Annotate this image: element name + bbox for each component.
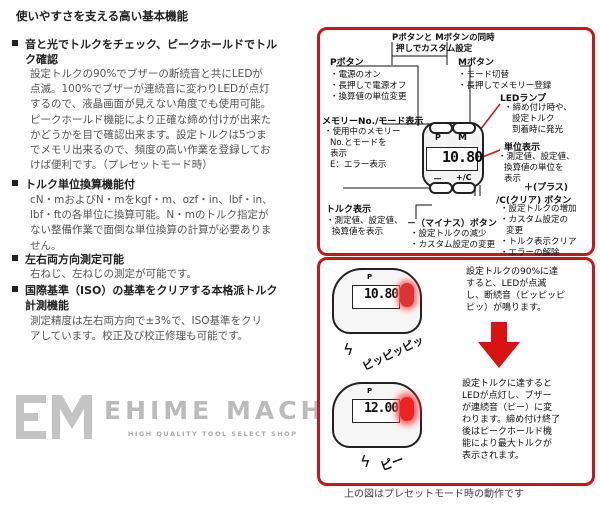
plus-button — [452, 182, 476, 194]
led-title: LEDランプ — [500, 94, 547, 104]
feature-heading-unit: トルク単位換算機能付 — [12, 177, 304, 192]
lcd-value-step1: 10.80 — [364, 287, 399, 302]
pm-subtitle: 押しでカスタム設定 — [396, 44, 473, 54]
p-label: P — [435, 133, 441, 142]
bullet-icon — [12, 286, 18, 292]
m-button — [452, 122, 476, 134]
plus-button-desc: ・設定トルクの増加・カスタム設定の変更・トルク表示クリア・エラーの解除 — [500, 204, 577, 258]
plus-c-label: +/C — [456, 173, 472, 182]
led-desc: ・締め付け時や、設定トルク到着時に発光 — [504, 103, 572, 135]
lcd-screen-step2 — [352, 399, 400, 423]
plus-button-title: ＋(プラス)/C(クリア) ボタン — [496, 183, 572, 206]
feature-desc-iso: 測定精度は左右両方向で±3%で、ISO基準をクリアしています。校正及び校正修理も… — [30, 315, 263, 343]
minus-button-title: －（マイナス）ボタン — [407, 219, 497, 229]
p-button-title: Pボタン — [330, 58, 364, 68]
bullet-icon — [12, 255, 18, 261]
step1-desc: 設定トルクの90%に達すると、LEDが点滅し、断続音（ピッピッピピッ）が鳴ります… — [466, 267, 566, 313]
watermark-tagline: HIGH QUALITY TOOL SELECT SHOP — [128, 430, 298, 438]
section-title: 使いやすさを支える高い基本機能 — [16, 9, 189, 23]
feature-heading-sound-light: 音と光でトルクをチェック、ピークホールドでトルク確認 — [12, 37, 304, 67]
pm-title: Pボタンと Mボタンの同時 — [392, 33, 495, 43]
figure-caption: 上の図はプレセットモード時の動作です — [344, 489, 524, 500]
led-on-icon — [400, 397, 414, 421]
torque-display-desc: ・測定値、設定値、換算値を表示 — [326, 216, 403, 237]
p-label-step1: P — [367, 273, 373, 281]
sound-icon-1: ϟ — [343, 340, 354, 359]
unit-title: 単位表示 — [504, 143, 541, 153]
m-button-desc: ・モード切替・長押しでメモリー登録 — [458, 70, 552, 91]
sound-icon-2: ϟ — [360, 452, 371, 471]
led-blink-icon — [400, 283, 414, 307]
lcd-value-step2: 12.00 — [364, 401, 399, 416]
unit-desc: ・測定値、設定値、換算値の単位を表示 — [498, 152, 575, 184]
feature-heading-iso: 国際基準（ISO）の基準をクリアする本格派トルク計測機能 — [12, 283, 304, 313]
m-button-title: Mボタン — [458, 58, 494, 68]
minus-label: － — [433, 175, 443, 185]
feature-desc-bidirectional: 右ねじ、左ねじの測定が可能です。 — [30, 268, 197, 280]
p-button-desc: ・電源のオン・長押しで電源オフ・換算値の単位変更 — [330, 70, 407, 102]
minus-button-desc: ・設定トルクの減少・カスタム設定の変更 — [410, 229, 496, 250]
p-label-step2: P — [367, 387, 373, 395]
bullet-icon — [12, 180, 18, 186]
ehime-logo — [16, 395, 96, 439]
lcd-screen-step1 — [352, 285, 400, 309]
feature-heading-bidirectional: 左右両方向測定可能 — [12, 252, 304, 267]
feature-desc-unit: cN・mおよびN・mをkgf・m、ozf・in、lbf・in、lbf・ftの各単… — [30, 194, 273, 252]
torque-display-title: トルク表示 — [326, 205, 372, 215]
memory-mode-title: メモリーNo./モード表示 — [322, 117, 424, 127]
lcd-value: 10.80 — [442, 148, 483, 166]
m-label: M — [458, 133, 467, 143]
lcd-screen — [426, 147, 478, 171]
bullet-icon — [12, 40, 18, 46]
feature-desc-sound-light: 設定トルクの90%でブザーの断続音と共にLEDが点滅。100%でブザーが連続音に… — [30, 68, 272, 172]
